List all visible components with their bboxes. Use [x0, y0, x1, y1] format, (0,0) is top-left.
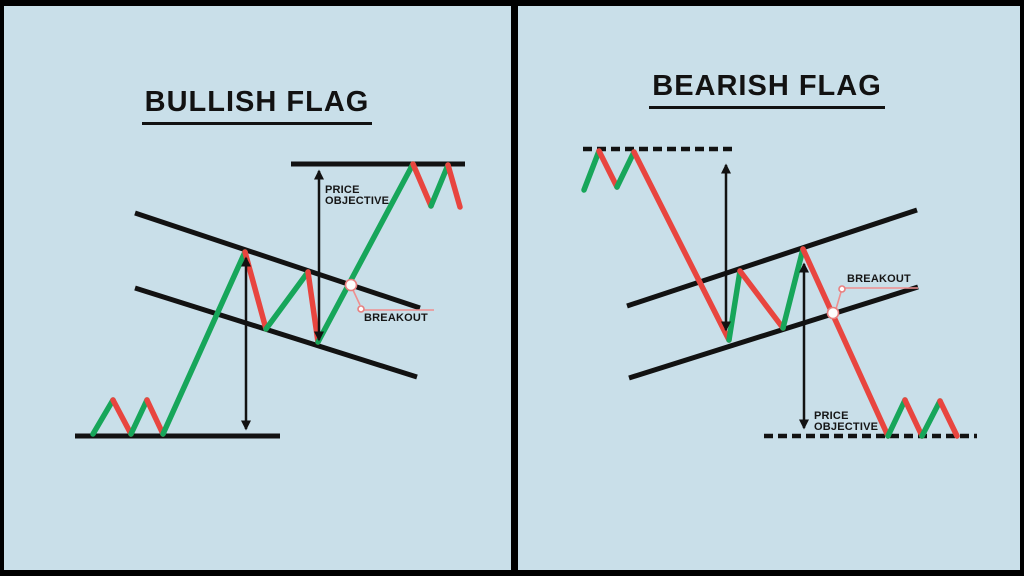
bearish-breakout-label: BREAKOUT: [847, 273, 911, 285]
bullish-flag-title: BULLISH FLAG: [117, 86, 397, 125]
bullish-price-zigzag: [90, 161, 463, 437]
bearish-breakout-leg: [800, 246, 891, 439]
bearish-flagpole: [631, 149, 732, 343]
bullish-breakout-point: [344, 278, 358, 292]
bullish-flag-upper-trendline: [134, 210, 421, 311]
bullish-breakout-callout: [344, 278, 434, 313]
bearish-price-zigzag: [581, 148, 960, 439]
bullish-breakout-label: BREAKOUT: [364, 312, 428, 324]
bearish-breakout-point: [826, 306, 840, 320]
bearish-flag-title-text: BEARISH FLAG: [649, 70, 885, 109]
bearish-price-objective-label: PRICE OBJECTIVE: [814, 410, 879, 433]
bullish-price-objective-label: PRICE OBJECTIVE: [325, 184, 390, 207]
bearish-flag-title: BEARISH FLAG: [627, 70, 907, 109]
bearish-flag-lower-trendline: [628, 284, 919, 381]
panel-divider: [511, 0, 518, 576]
bullish-flag-title-text: BULLISH FLAG: [141, 86, 373, 125]
bearish-breakout-callout: [826, 285, 918, 320]
bearish-flag-upper-trendline: [626, 207, 918, 309]
bullish-breakout-leg: [315, 161, 416, 345]
bullish-flagpole: [160, 249, 248, 437]
bullish-flag-lower-trendline: [134, 285, 418, 380]
bearish-flag-panel: [518, 6, 1020, 570]
